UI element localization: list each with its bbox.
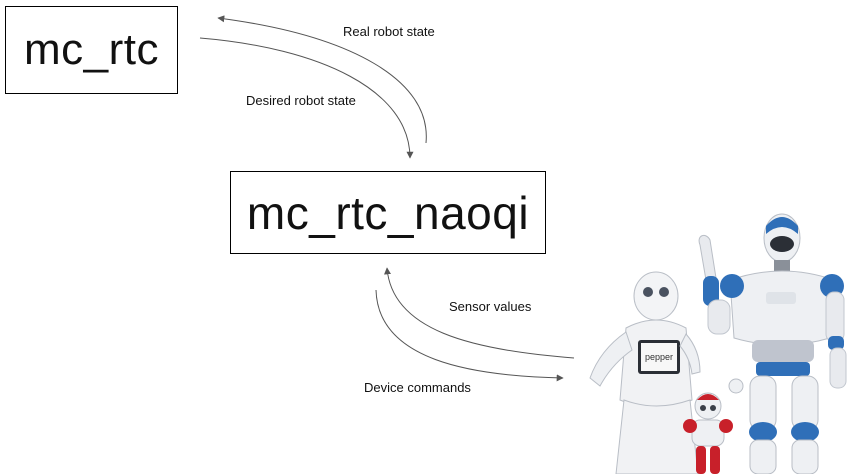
device-commands-label: Device commands: [364, 380, 471, 395]
mc-rtc-naoqi-node: mc_rtc_naoqi: [230, 171, 546, 254]
arrow-desired-robot-state: [199, 37, 414, 159]
pepper-robot: pepper: [589, 271, 701, 474]
real-robot-state-label: Real robot state: [343, 24, 435, 39]
robots-image: pepper: [589, 213, 847, 474]
desired-robot-state-label: Desired robot state: [246, 93, 356, 108]
sensor-values-label: Sensor values: [449, 299, 532, 314]
romeo-robot: [698, 213, 847, 474]
mc-rtc-label: mc_rtc: [24, 25, 159, 74]
arrow-real-robot-state: [217, 15, 427, 144]
arrow-device-commands: [375, 289, 564, 382]
mc-rtc-node: mc_rtc: [5, 6, 178, 94]
nao-robot: [683, 378, 744, 474]
mc-rtc-naoqi-label: mc_rtc_naoqi: [246, 186, 530, 239]
pepper-tablet-text: pepper: [645, 352, 673, 362]
arrow-sensor-values: [384, 267, 575, 359]
